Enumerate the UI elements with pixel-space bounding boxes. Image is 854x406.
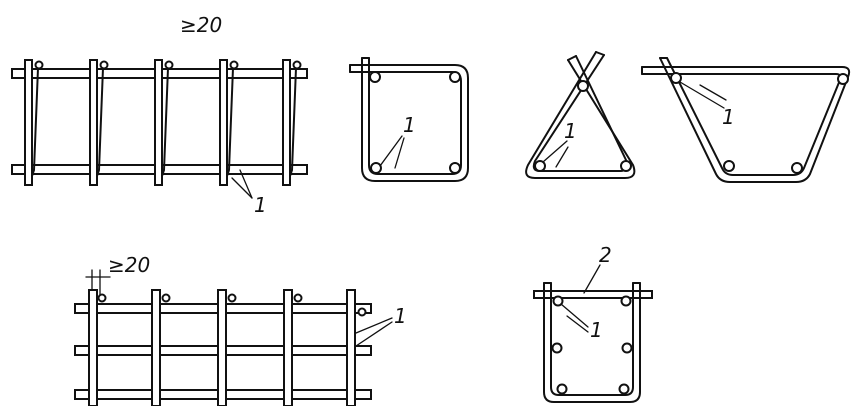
rebar-dot — [534, 160, 546, 172]
marker-1-label: 1 — [564, 119, 577, 143]
rebar-dot — [551, 342, 563, 354]
rebar-dot — [161, 293, 171, 303]
leader-line — [379, 135, 403, 167]
leader-line — [542, 140, 568, 163]
rebar-dot — [357, 307, 367, 317]
leader-line — [560, 303, 589, 328]
stirrup-4 — [219, 59, 239, 186]
marker-2-label: 2 — [599, 243, 612, 267]
leader-line — [555, 146, 569, 168]
closing-bar — [533, 290, 653, 299]
stirrup-1 — [24, 59, 44, 186]
leader-line — [583, 264, 601, 294]
u-stirrup-section: 2 1 — [533, 243, 653, 403]
cage-side-view-bottom: ≥20 1 — [74, 253, 407, 406]
rebar-dot — [449, 162, 461, 174]
rebar-dot — [791, 162, 803, 174]
stirrup-3 — [154, 59, 174, 186]
transverse-bar-2 — [151, 289, 161, 406]
rebar-dot — [556, 383, 568, 395]
rebar-dot — [369, 71, 381, 83]
rebar-dot — [670, 72, 682, 84]
rebar-dot — [97, 293, 107, 303]
marker-1-label: 1 — [403, 113, 416, 137]
leader-line — [394, 137, 405, 169]
spacing-label-bottom: ≥20 — [108, 253, 150, 277]
leader-line — [231, 177, 253, 199]
square-stirrup-section: 1 — [349, 57, 469, 182]
stirrup-5 — [282, 59, 302, 186]
cage-side-view-top: ≥20 — [11, 13, 308, 217]
stirrup-2 — [89, 59, 109, 186]
marker-1-label: 1 — [394, 304, 407, 328]
leader-line — [239, 169, 253, 199]
rebar-dot — [723, 160, 735, 172]
transverse-bar-4 — [283, 289, 293, 406]
rebar-dot — [227, 293, 237, 303]
transverse-bar-1 — [88, 289, 98, 406]
rebar-dot — [552, 295, 564, 307]
triangle-stirrup-section: 1 — [525, 51, 636, 179]
leader-line — [699, 84, 727, 101]
leader-line — [355, 317, 393, 334]
leader-line — [679, 81, 725, 109]
marker-1-label: 1 — [722, 105, 735, 129]
spacing-label-top: ≥20 — [180, 13, 222, 37]
transverse-bar-5 — [346, 289, 356, 406]
rebar-dot — [370, 162, 382, 174]
rebar-dot — [449, 71, 461, 83]
rebar-dot — [837, 73, 849, 85]
rebar-dot — [620, 160, 632, 172]
rebar-dot — [621, 342, 633, 354]
leader-line — [566, 315, 589, 333]
rebar-dot — [620, 295, 632, 307]
rebar-dot — [618, 383, 630, 395]
marker-1-label: 1 — [590, 318, 603, 342]
leader-line — [355, 321, 393, 347]
transverse-bar-3 — [217, 289, 227, 406]
rebar-dot — [293, 293, 303, 303]
rebar-dot — [577, 80, 589, 92]
trapezoid-stirrup-section: 1 — [641, 57, 851, 183]
marker-1-label: 1 — [254, 193, 267, 217]
